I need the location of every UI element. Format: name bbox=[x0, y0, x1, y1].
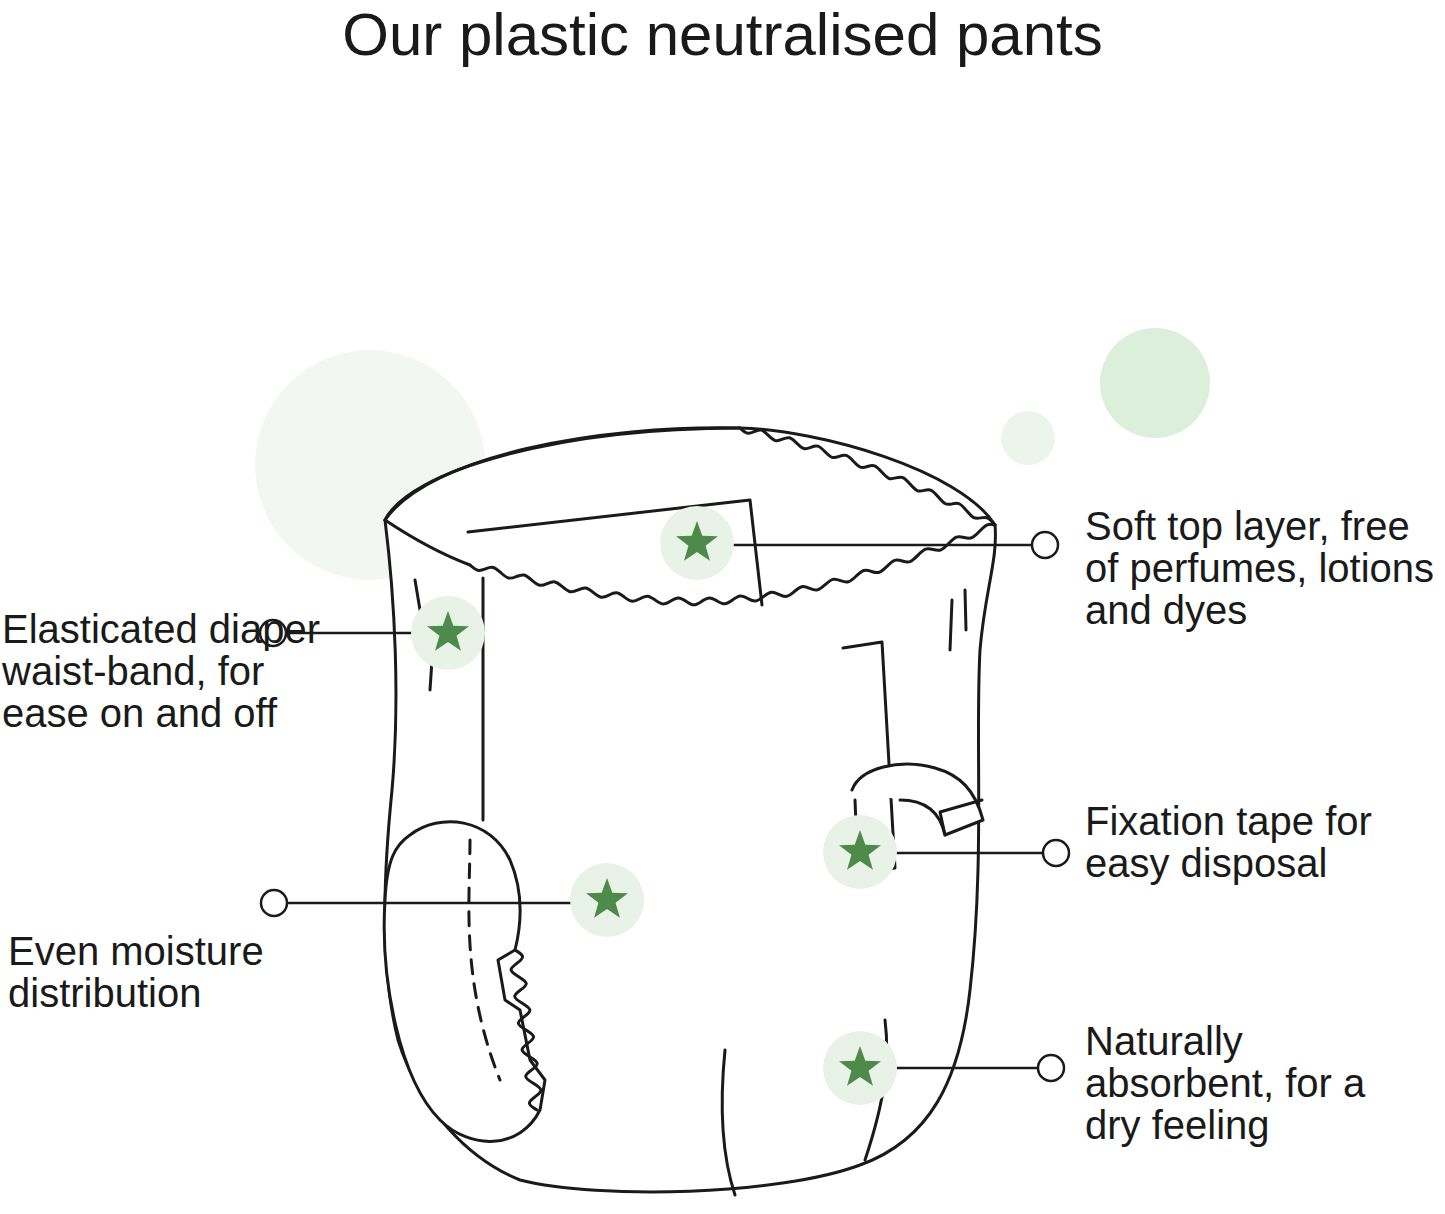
star-icon bbox=[839, 830, 881, 870]
feature-star bbox=[823, 815, 897, 889]
leader-end bbox=[1032, 532, 1058, 558]
feature-star bbox=[823, 1031, 897, 1105]
feature-star bbox=[660, 506, 734, 580]
leg-cuff bbox=[384, 822, 545, 1142]
fixation-tape bbox=[940, 800, 982, 835]
waist-rim bbox=[740, 428, 995, 525]
callout-label: Elasticated diaper waist-band, for ease … bbox=[2, 608, 322, 734]
feature-star bbox=[570, 863, 644, 937]
star-icon bbox=[586, 878, 628, 918]
star-badge bbox=[823, 1031, 897, 1105]
top-layer-panel bbox=[468, 500, 762, 605]
callout-label: Fixation tape for easy disposal bbox=[1085, 800, 1441, 884]
background-dot bbox=[1001, 411, 1055, 465]
star-badge bbox=[411, 596, 485, 670]
star-icon bbox=[676, 521, 718, 561]
leg-cuff bbox=[511, 950, 541, 1110]
feature-star bbox=[411, 596, 485, 670]
background-dot bbox=[1100, 328, 1210, 438]
leader-end bbox=[1038, 1055, 1064, 1081]
diaper-body bbox=[385, 428, 996, 1192]
star-badge bbox=[823, 815, 897, 889]
star-icon bbox=[839, 1046, 881, 1086]
leader-line bbox=[732, 544, 1031, 547]
leader-end bbox=[1043, 840, 1069, 866]
leader-end bbox=[261, 890, 287, 916]
callout-label: Even moisture distribution bbox=[8, 930, 308, 1014]
leg-cuff bbox=[469, 840, 500, 1080]
callout-label: Naturally absorbent, for a dry feeling bbox=[1085, 1020, 1405, 1146]
leader-line bbox=[896, 1067, 1037, 1070]
waist-rim bbox=[385, 520, 470, 565]
callout-label: Soft top layer, free of perfumes, lotion… bbox=[1085, 505, 1441, 631]
fold-line bbox=[722, 1050, 735, 1195]
star-icon bbox=[427, 611, 469, 651]
leader-line bbox=[896, 852, 1042, 855]
title: Our plastic neutralised pants bbox=[0, 0, 1445, 70]
star-badge bbox=[660, 506, 734, 580]
star-badge bbox=[570, 863, 644, 937]
leader-line bbox=[288, 902, 571, 905]
front-panel-edge bbox=[482, 578, 485, 820]
